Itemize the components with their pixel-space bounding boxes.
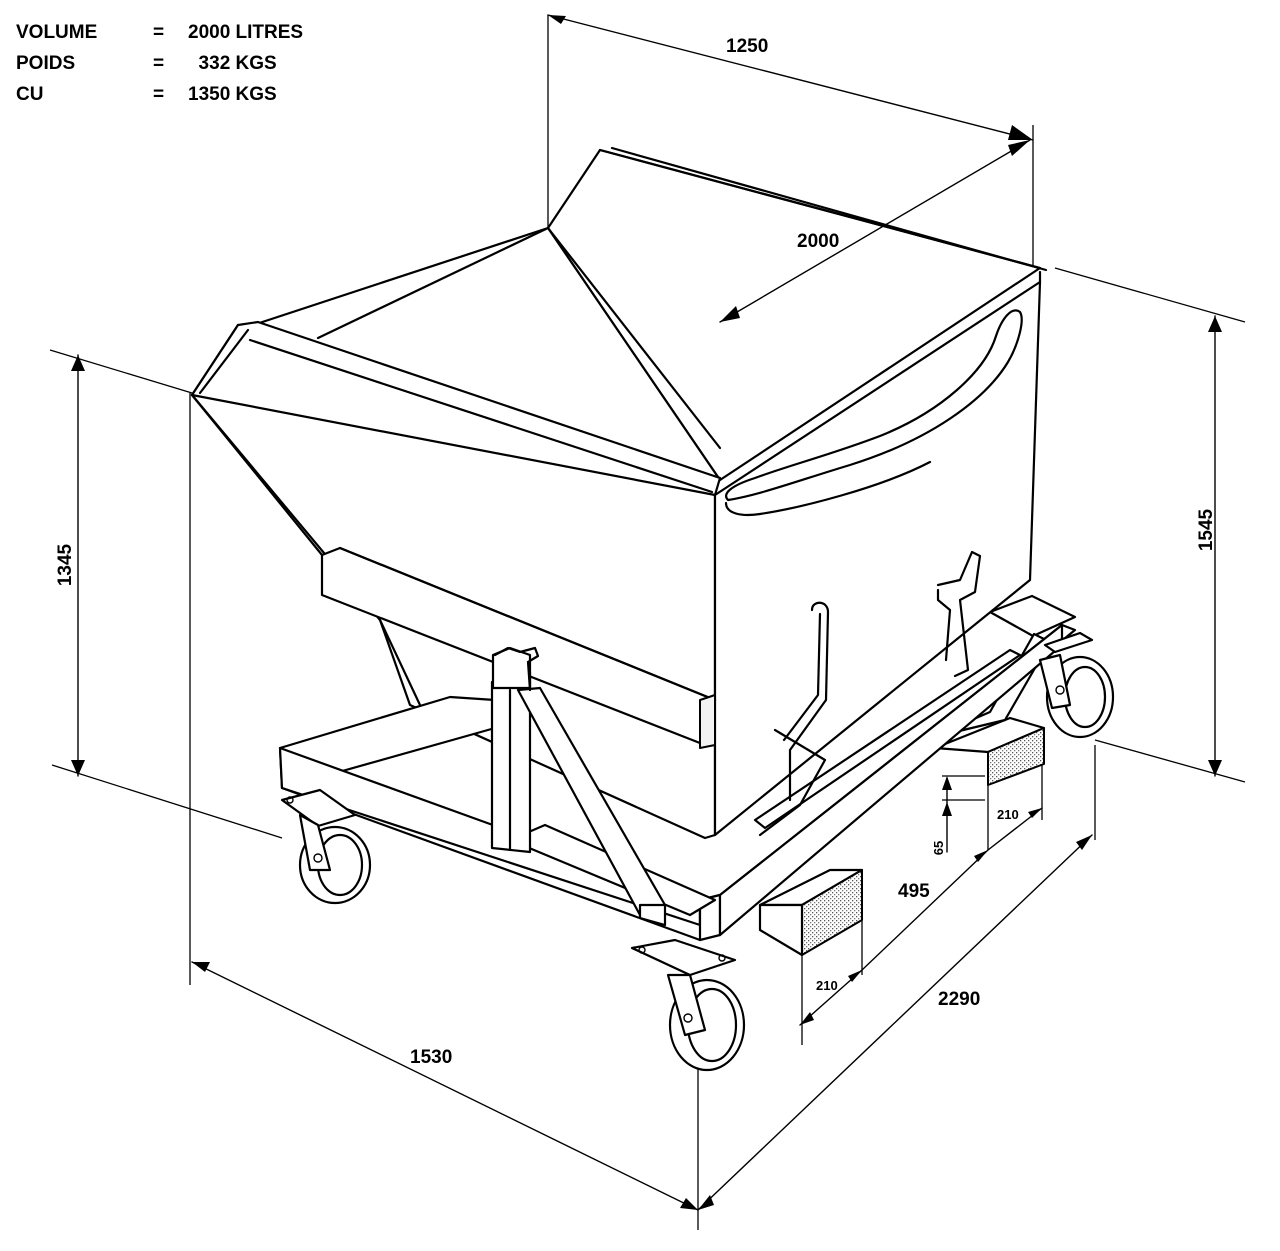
dim-skid-gap: 495: [898, 881, 930, 902]
caster-front-left: [280, 788, 372, 905]
spec-equals: =: [153, 53, 165, 74]
dim-skid-width-front: 210: [816, 978, 838, 993]
spec-label: CU: [16, 84, 44, 105]
spec-label: POIDS: [16, 53, 76, 74]
dim-front-width: 1530: [410, 1047, 452, 1068]
skip-bin: [190, 146, 1048, 840]
dimension-lines: [71, 14, 1222, 1211]
dim-overall-height: 1545: [1196, 508, 1217, 551]
dim-top-depth: 1250: [726, 36, 768, 57]
caster-rear-right: [1038, 631, 1115, 739]
spec-value: 2000 LITRES: [188, 22, 304, 43]
dim-inner-width: 2000: [797, 231, 839, 252]
dim-overall-length: 2290: [938, 989, 980, 1010]
dim-skid-height: 65: [931, 841, 946, 855]
rear-skid: [933, 716, 1046, 786]
chassis-frame: [278, 550, 1077, 942]
spec-label: VOLUME: [16, 22, 98, 43]
spec-value: 1350 KGS: [188, 84, 277, 105]
spec-value: 332 KGS: [188, 53, 277, 74]
dim-skid-width-rear: 210: [997, 807, 1019, 822]
front-skid: [758, 868, 864, 957]
caster-front-right: [630, 938, 746, 1072]
dim-height-left: 1345: [55, 543, 76, 586]
spec-equals: =: [153, 84, 165, 105]
spec-equals: =: [153, 22, 165, 43]
